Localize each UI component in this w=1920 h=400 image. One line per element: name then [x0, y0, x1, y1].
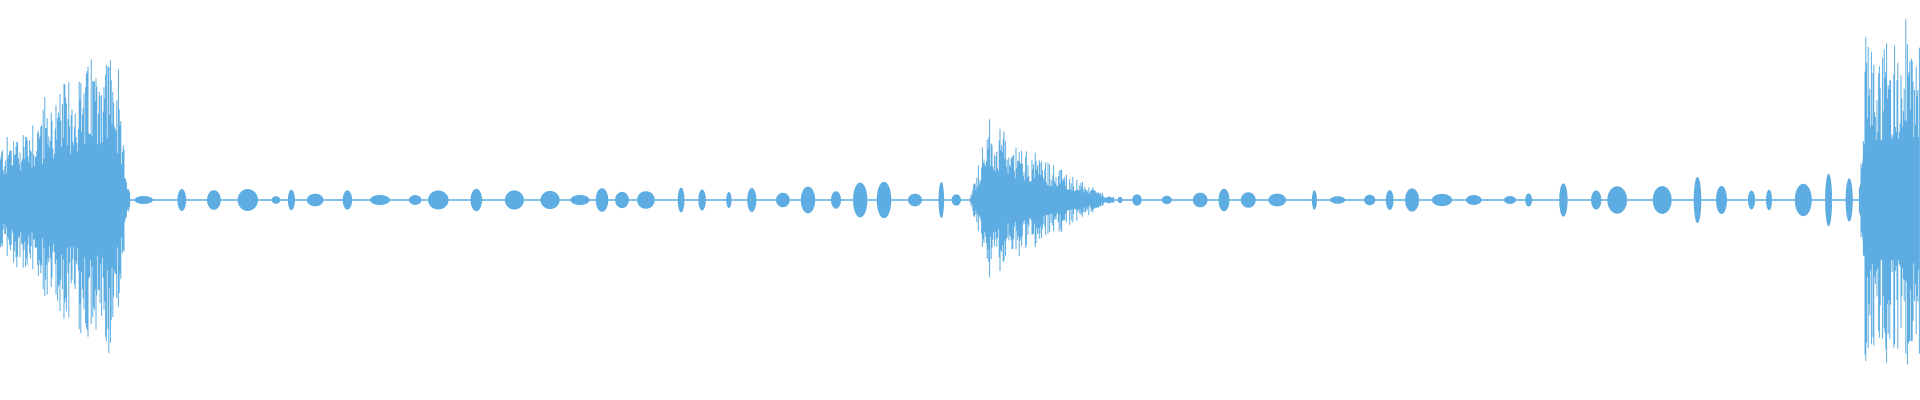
speech-blip-2-13	[908, 193, 922, 207]
speech-blip-5-8	[1794, 183, 1812, 217]
speech-blip-4-11	[1405, 188, 1420, 212]
speech-blip-4-8	[1330, 196, 1346, 204]
speech-blip-1-0	[134, 196, 153, 204]
speech-blip-5-1	[1591, 190, 1602, 210]
waveform-trace	[0, 18, 1920, 365]
speech-blip-5-10	[1845, 178, 1853, 222]
speech-blip-4-6	[1268, 193, 1287, 207]
speech-blip-4-0	[1117, 196, 1123, 204]
speech-blip-4-4	[1218, 188, 1230, 212]
noise-burst-core-3	[969, 172, 1114, 228]
speech-blip-1-7	[342, 190, 353, 210]
speech-blip-1-9	[408, 195, 422, 205]
speech-blip-4-12	[1431, 193, 1453, 207]
speech-blip-1-12	[504, 190, 524, 210]
noise-burst-core-6	[1858, 139, 1919, 261]
speech-blip-2-1	[595, 188, 609, 212]
speech-blip-4-7	[1311, 190, 1317, 210]
speech-blip-4-2	[1161, 195, 1172, 205]
speech-blip-2-3	[637, 191, 655, 209]
speech-blip-4-5	[1240, 192, 1256, 208]
speech-blip-1-1	[177, 189, 187, 211]
speech-blip-2-11	[853, 182, 868, 218]
speech-blip-2-6	[726, 192, 732, 208]
speech-blip-4-13	[1466, 195, 1482, 205]
speech-blip-2-4	[677, 187, 685, 213]
speech-blip-5-9	[1825, 173, 1833, 227]
speech-blip-5-5	[1716, 185, 1727, 215]
noise-burst-core-0	[0, 140, 130, 260]
speech-blip-1-13	[540, 190, 560, 210]
speech-blip-2-12	[876, 181, 892, 219]
speech-blip-2-8	[776, 192, 790, 208]
speech-blip-2-7	[747, 188, 757, 212]
speech-blip-2-0	[570, 195, 590, 205]
speech-blip-4-3	[1192, 192, 1208, 208]
speech-blip-4-10	[1385, 190, 1394, 210]
speech-blip-4-15	[1525, 193, 1533, 207]
speech-blip-1-5	[287, 189, 295, 211]
speech-blip-4-1	[1132, 194, 1142, 206]
speech-blip-1-8	[369, 195, 391, 205]
speech-blip-5-2	[1607, 186, 1628, 214]
speech-blip-4-14	[1504, 196, 1516, 204]
speech-blip-5-6	[1747, 190, 1756, 210]
speech-blip-2-5	[698, 189, 706, 211]
speech-blip-1-11	[470, 188, 483, 212]
speech-blip-1-3	[237, 189, 258, 211]
speech-blip-2-9	[800, 186, 816, 214]
speech-blip-5-7	[1766, 189, 1772, 211]
speech-blip-4-9	[1364, 194, 1376, 206]
speech-blip-1-10	[428, 190, 449, 210]
speech-blip-2-14	[938, 182, 945, 218]
speech-blip-5-0	[1559, 183, 1568, 217]
speech-blip-5-4	[1693, 176, 1702, 224]
speech-blip-1-4	[271, 196, 281, 204]
speech-blip-1-6	[306, 193, 324, 207]
speech-blip-2-10	[831, 191, 841, 209]
speech-blip-5-3	[1652, 186, 1672, 214]
speech-blip-2-2	[615, 191, 629, 209]
speech-blip-2-15	[951, 194, 961, 206]
speech-blip-1-2	[207, 190, 221, 210]
